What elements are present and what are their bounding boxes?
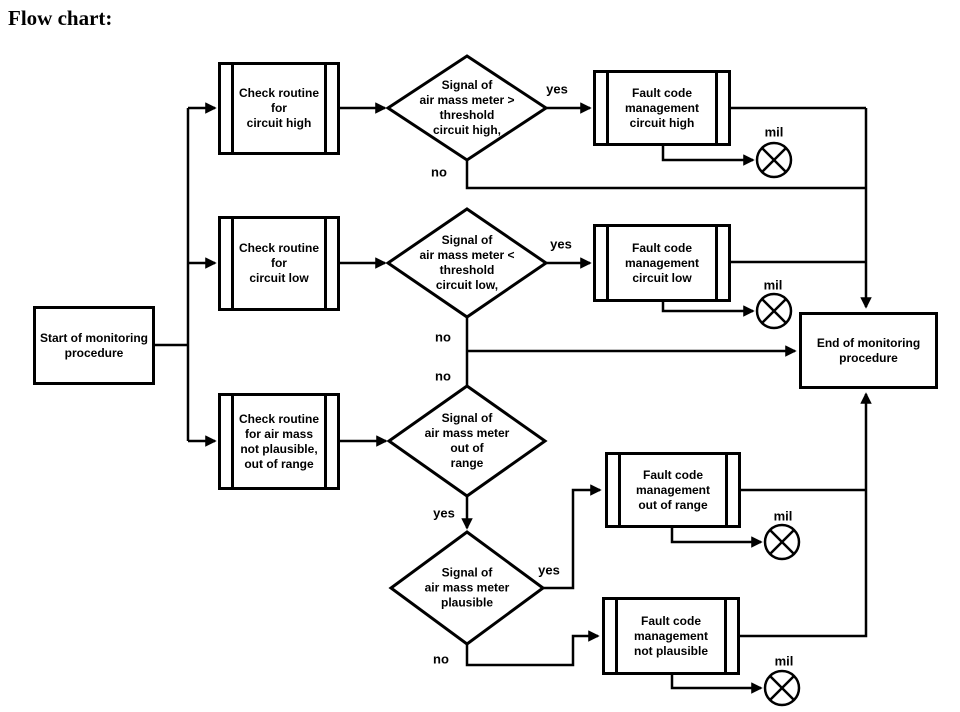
edge-label-mil: mil xyxy=(773,508,793,524)
check-range-node: Check routine for air mass not plausible… xyxy=(218,393,340,490)
edge-decision-plausible-no xyxy=(465,630,600,667)
end-node: End of monitoring procedure xyxy=(799,312,938,389)
decision-circuit-high-shape xyxy=(385,54,549,162)
decision-circuit-low-shape xyxy=(385,207,549,319)
edge-label-no: no xyxy=(435,329,451,345)
edge-label-no: no xyxy=(431,164,447,180)
edge-fault-range-to-mil xyxy=(670,528,763,548)
edge-label-no: no xyxy=(435,368,451,384)
mil-indicator-icon xyxy=(755,141,793,179)
edge-label-mil: mil xyxy=(774,653,794,669)
start-node: Start of monitoring procedure xyxy=(33,306,155,385)
edge-fault-high-to-mil xyxy=(661,146,755,166)
edge-label-mil: mil xyxy=(763,277,783,293)
check-circuit-high-node: Check routine for circuit high xyxy=(218,62,340,155)
edge-label-no: no xyxy=(433,651,449,667)
mil-indicator-icon xyxy=(763,523,801,561)
edge-label-yes: yes xyxy=(546,81,568,97)
fault-circuit-low-node: Fault code management circuit low xyxy=(593,224,731,302)
edge-decision-high-no xyxy=(465,160,867,190)
mil-indicator-icon xyxy=(755,292,793,330)
edge-label-yes: yes xyxy=(433,505,455,521)
fault-not-plausible-node: Fault code management not plausible xyxy=(602,597,740,675)
edge-label-yes: yes xyxy=(550,236,572,252)
check-circuit-low-node: Check routine for circuit low xyxy=(218,216,340,311)
decision-out-of-range-shape xyxy=(386,384,548,498)
page-title: Flow chart: xyxy=(8,6,113,30)
edge-fault-plausible-to-mil xyxy=(670,675,763,694)
edge-label-mil: mil xyxy=(764,124,784,140)
fault-circuit-high-node: Fault code management circuit high xyxy=(593,70,731,146)
decision-plausible-shape xyxy=(388,530,546,646)
mil-indicator-icon xyxy=(763,669,801,707)
edge-riser-bottom xyxy=(740,392,872,638)
edge-label-yes: yes xyxy=(538,562,560,578)
edge-decision-plausible-yes xyxy=(543,484,602,590)
edge-fault-low-to-mil xyxy=(661,302,755,317)
fault-out-of-range-node: Fault code management out of range xyxy=(605,452,741,528)
